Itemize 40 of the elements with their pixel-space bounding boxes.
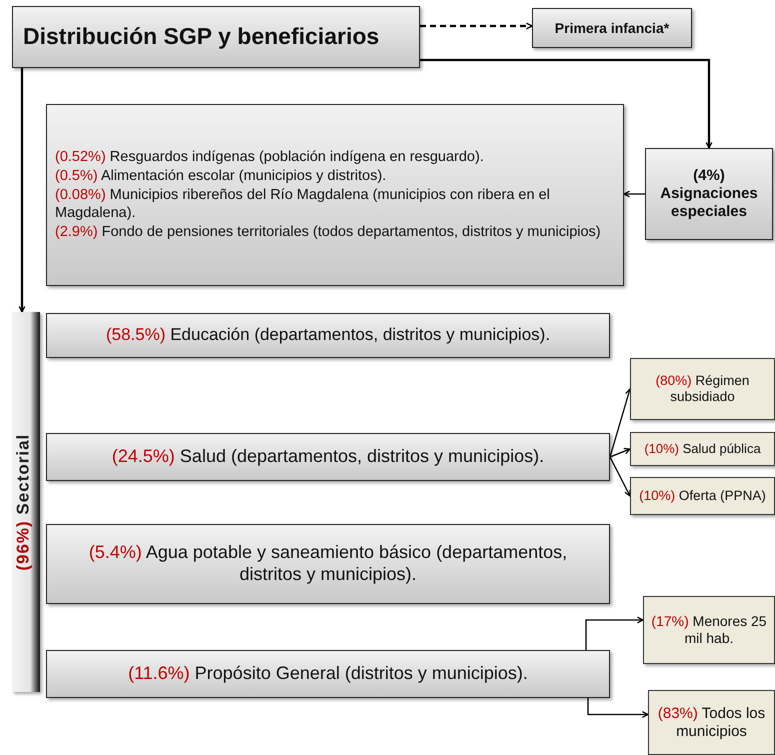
process-box xyxy=(643,596,775,664)
arrow xyxy=(609,388,632,458)
box-text: (17%) Menores 25 mil hab. xyxy=(650,613,768,647)
box-text: (10%) Oferta (PPNA) xyxy=(639,488,766,504)
arrow xyxy=(587,698,649,718)
arrow xyxy=(609,456,631,497)
box-text: (58.5%) Educación (departamentos, distritos y municipios). xyxy=(106,325,550,346)
box-text: (0.08%) Municipios ribereños del Río Magdalena (municipios con ribera en el Magdalena). xyxy=(55,187,551,222)
box-text: (11.6%) Propósito General (distritos y municipios). xyxy=(128,663,528,685)
title-box xyxy=(12,6,420,68)
heading: Distribución SGP y beneficiarios xyxy=(23,23,380,51)
process-box xyxy=(46,313,610,358)
process-box xyxy=(46,433,610,481)
process-box xyxy=(630,432,775,466)
process-box xyxy=(46,524,610,604)
box-text: Primera infancia* xyxy=(554,20,670,36)
process-box xyxy=(645,148,773,240)
box-text: (2.9%) Fondo de pensiones territoriales (todos departamentos, distritos y municipios) xyxy=(55,224,601,242)
box-text: (5.4%) Agua potable y saneamiento básico (departamentos, distritos y municipios). xyxy=(88,542,568,586)
process-box xyxy=(532,8,692,48)
vertical-bar xyxy=(12,312,40,692)
process-box xyxy=(648,690,775,755)
box-text: (0.52%) Resguardos indígenas (población indígena en resguardo). xyxy=(55,148,484,166)
box-text: (0.5%) Alimentación escolar (municipios y distritos). xyxy=(55,168,386,186)
box-text: (96%) Sectorial xyxy=(12,434,33,570)
process-box xyxy=(46,650,610,698)
box-text: (83%) Todos los municipios xyxy=(656,704,766,740)
box-text: (80%) Régimen subsidiado xyxy=(654,372,750,406)
process-box xyxy=(46,104,624,286)
arrow xyxy=(623,190,645,198)
box-text: (24.5%) Salud (departamentos, distritos y municipios). xyxy=(112,446,544,468)
arrow xyxy=(18,68,26,313)
arrow xyxy=(420,58,712,149)
box-text: (10%) Salud pública xyxy=(644,441,761,457)
process-box xyxy=(630,358,775,420)
arrow xyxy=(585,616,644,650)
arrow xyxy=(610,448,631,458)
process-box xyxy=(630,477,775,515)
arrow xyxy=(420,22,533,30)
box-text: (4%) Asignaciones especiales xyxy=(659,167,759,221)
